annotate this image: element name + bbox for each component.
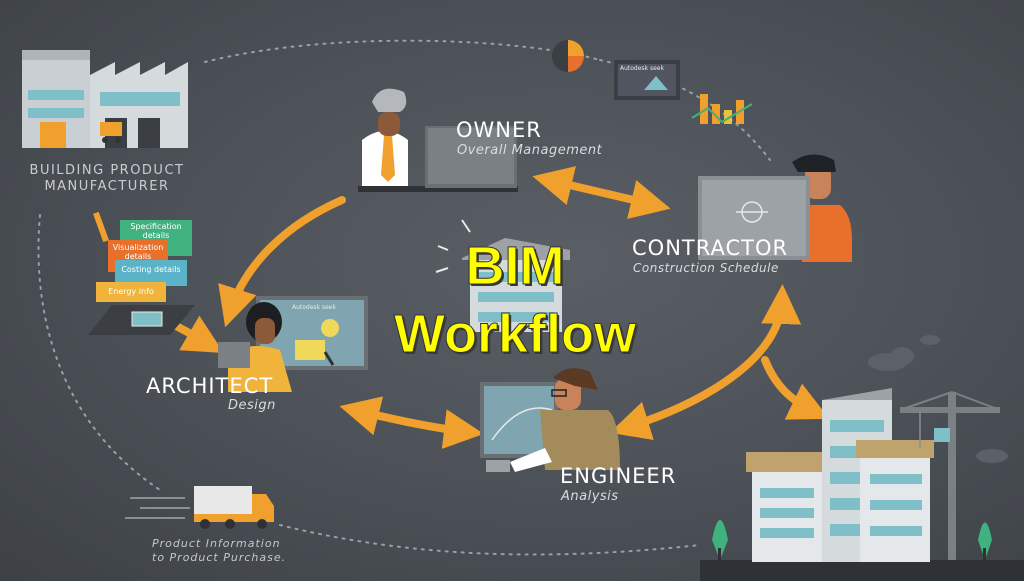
delivery-truck-icon [125,486,274,529]
truck-caption: Product Information to Product Purchase. [152,537,286,565]
title-line-1: BIM [465,236,565,297]
tablet-screen-label: Autodesk seek [620,65,664,72]
workflow-arrows [164,166,830,449]
manufacturer-label-line1: BUILDING PRODUCT [29,163,185,178]
truck-caption-line1: Product Information [152,537,281,550]
arrow-contractor-building [761,356,830,420]
owner-figure [358,88,518,192]
contractor-title: CONTRACTOR [632,236,789,260]
truck-caption-line2: to Product Purchase. [152,551,287,564]
doc-costing: Costing details [121,265,181,274]
doc-specification: Specification details [130,222,182,240]
architect-description: Design [228,398,276,413]
architect-title: ARCHITECT [146,374,274,398]
engineer-description: Analysis [561,489,619,504]
completed-building-icon [700,388,1024,581]
arrow-architect-engineer [339,396,484,449]
tablet-icon [614,60,680,100]
architect-screen-label: Autodesk seek [292,304,336,311]
arrow-owner-contractor [532,166,671,220]
arrow-contractor-engineer [609,284,802,441]
doc-energy: Energy info [108,287,154,296]
architect-figure [218,296,368,392]
owner-description: Overall Management [457,143,603,158]
center-building-icon [435,219,570,332]
pie-chart-icon [552,40,584,72]
title-line-2: Workflow [394,304,637,365]
contractor-figure [698,154,852,262]
engineer-title: ENGINEER [560,464,677,488]
bar-chart-icon [691,94,753,124]
doc-visualization: Visualization details [112,243,164,261]
document-stack [88,211,195,335]
engineer-figure [480,368,620,472]
cloud-icons [868,335,1008,463]
manufacturer-building-icon [22,50,188,148]
arrow-owner-architect [218,196,346,328]
manufacturer-label: BUILDING PRODUCT MANUFACTURER [18,163,196,195]
manufacturer-label-line2: MANUFACTURER [44,179,170,194]
owner-title: OWNER [456,118,542,142]
dotted-path-left [37,214,701,556]
contractor-description: Construction Schedule [633,261,779,275]
